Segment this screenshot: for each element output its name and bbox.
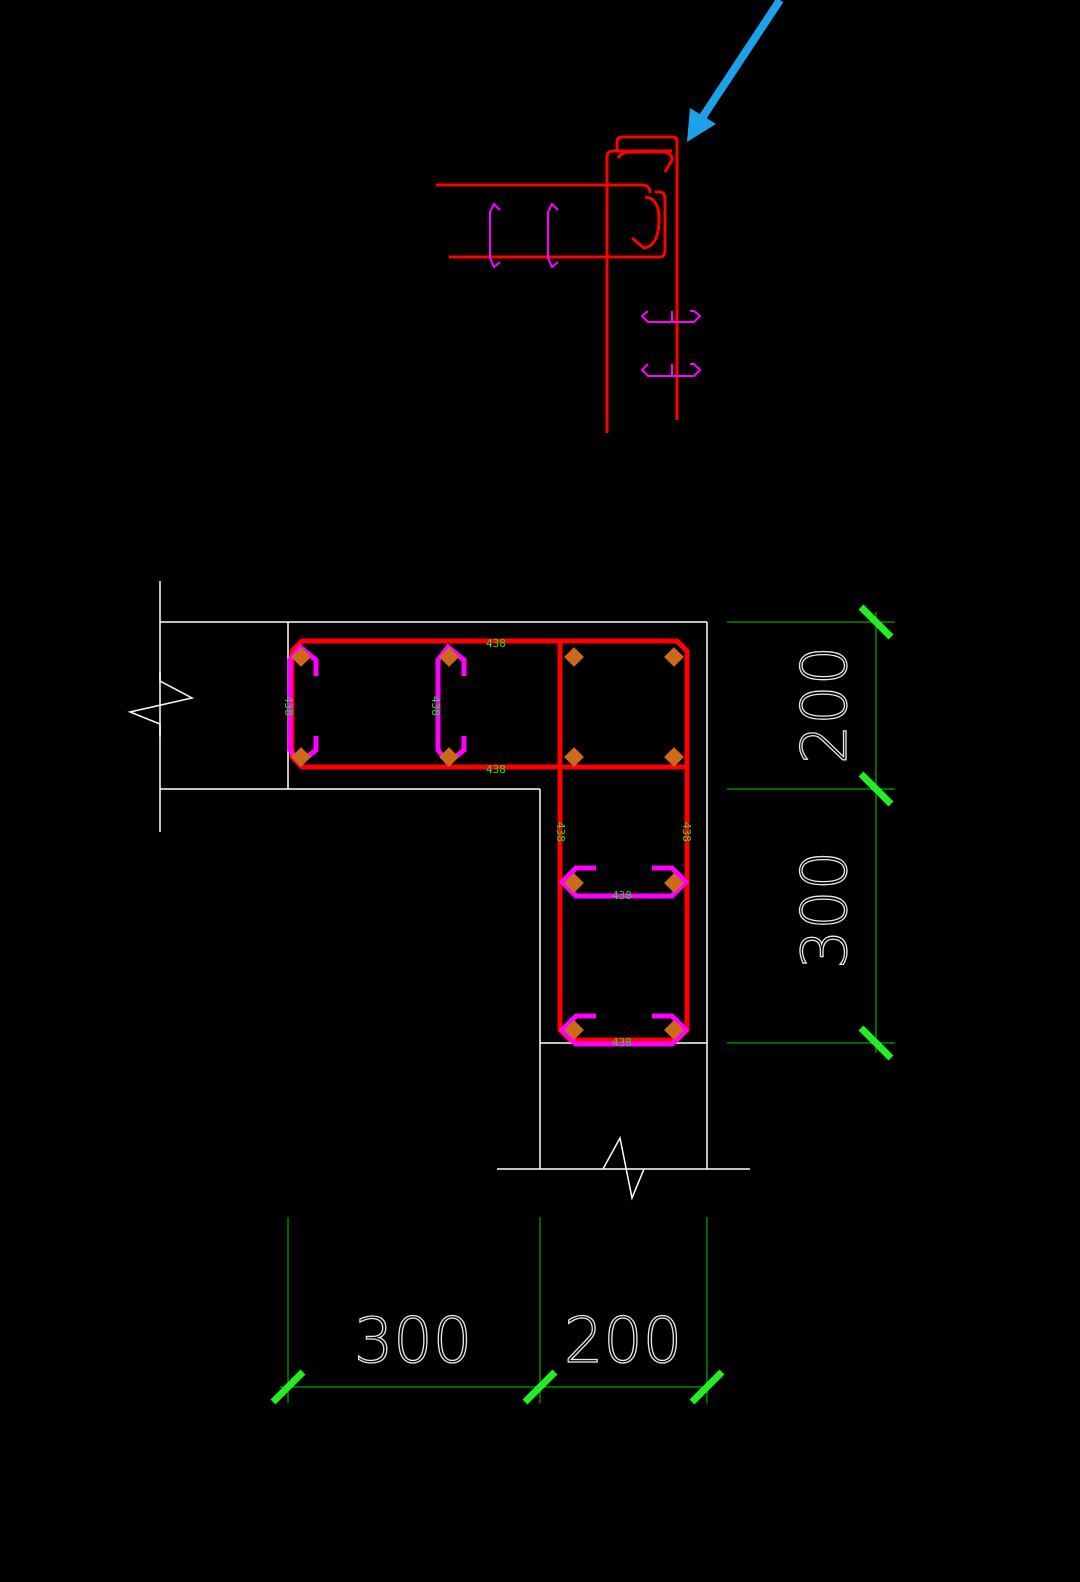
label-col-left: 438: [554, 822, 567, 842]
dimension-tick: [858, 771, 894, 807]
rebar-dot: [564, 873, 584, 893]
dimension-tick: [858, 1025, 894, 1061]
dimension-bottom: 300 200: [270, 1217, 725, 1405]
rebar-dot: [564, 647, 584, 667]
dimension-right-lower: 300: [788, 851, 861, 969]
dimension-tick: [522, 1369, 558, 1405]
stirrups: [289, 638, 690, 1043]
break-line-icon-bottom: [602, 1135, 645, 1201]
rebar-dot: [439, 747, 459, 767]
detail-tie-2: [547, 202, 559, 269]
hook-detail: [436, 135, 702, 433]
detail-hook-top: [616, 150, 674, 173]
stirrup-vertical: [557, 638, 690, 1043]
arrow-pointer-icon: [687, 0, 784, 142]
dimension-tick: [689, 1369, 725, 1405]
rebar-points: [291, 647, 684, 1040]
detail-tie-3: [640, 310, 702, 323]
detail-horizontal-bar-top: [436, 183, 652, 194]
label-tie-lower: 438: [612, 1036, 632, 1049]
tie-lower: [558, 1013, 690, 1047]
dimension-right: 200 300: [727, 604, 895, 1061]
rebar-dot: [664, 747, 684, 767]
rebar-dot: [564, 747, 584, 767]
rebar-dot: [564, 1020, 584, 1040]
rebar-dot: [664, 873, 684, 893]
detail-vertical-bar-right: [615, 135, 679, 420]
detail-tie-4: [640, 363, 702, 377]
break-line-icon: [127, 672, 195, 737]
label-col-right: 438: [680, 822, 693, 842]
label-top-stirrup: 438: [486, 637, 506, 650]
detail-hook-curl: [631, 195, 661, 250]
label-left-tie: 438: [282, 696, 295, 716]
tie-upper: [558, 865, 690, 899]
dimension-tick: [270, 1369, 306, 1405]
detail-vertical-bar-left: [605, 149, 672, 433]
rebar-dot: [291, 747, 311, 767]
dimension-right-upper: 200: [788, 646, 861, 764]
dimension-bottom-left: 300: [354, 1304, 472, 1377]
rebar-labels: 438 438 438 438 438 438 438 438: [282, 637, 693, 1049]
stirrup-horizontal: [289, 638, 690, 770]
label-tie-upper: 438: [612, 889, 632, 902]
tie-left: [287, 643, 319, 767]
label-mid-stirrup: 438: [486, 763, 506, 776]
detail-tie-1: [489, 202, 501, 269]
wall-outline: [159, 581, 750, 1170]
dimension-tick: [858, 604, 894, 640]
rebar-dot: [664, 1020, 684, 1040]
detail-horizontal-bar-bottom: [449, 190, 667, 259]
dimension-bottom-right: 200: [564, 1304, 682, 1377]
rebar-dot: [439, 647, 459, 667]
rebar-dot: [664, 647, 684, 667]
tie-mid: [435, 643, 467, 767]
ties: [287, 643, 690, 1047]
rebar-dot: [291, 647, 311, 667]
label-mid-tie: 438: [429, 696, 442, 716]
